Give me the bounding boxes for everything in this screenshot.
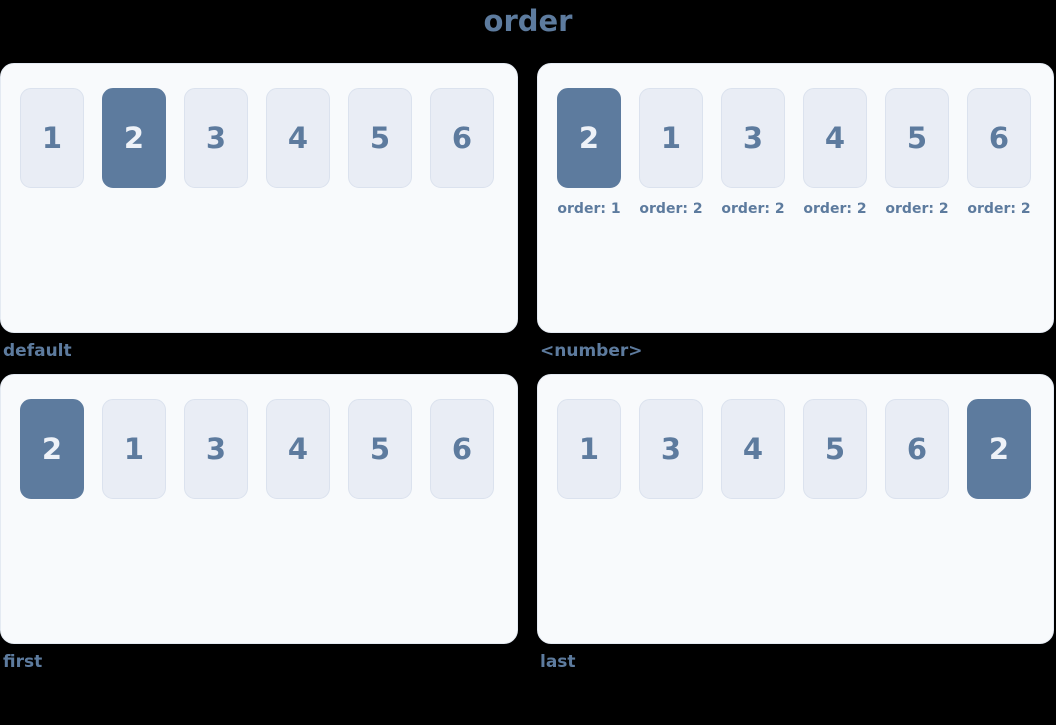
flex-item-highlighted: 2 xyxy=(967,399,1031,499)
flex-item: 4 xyxy=(266,88,330,188)
order-value-label: order: 2 xyxy=(721,201,785,217)
flex-item: 1 xyxy=(639,88,703,188)
flex-item-slot: 6 xyxy=(430,88,494,188)
flex-item: 4 xyxy=(721,399,785,499)
flex-item-slot: 6 order: 2 xyxy=(967,88,1031,217)
flex-item-slot: 6 xyxy=(430,399,494,499)
flex-item: 3 xyxy=(639,399,703,499)
flex-item-slot: 3 xyxy=(184,88,248,188)
flex-item: 6 xyxy=(430,399,494,499)
flex-item-slot: 3 order: 2 xyxy=(721,88,785,217)
flex-item: 6 xyxy=(430,88,494,188)
example-caption-default: default xyxy=(3,341,72,361)
flex-item: 3 xyxy=(184,88,248,188)
flex-item-highlighted: 2 xyxy=(102,88,166,188)
flex-item-highlighted: 2 xyxy=(557,88,621,188)
order-value-label: order: 2 xyxy=(885,201,949,217)
order-value-label: order: 2 xyxy=(639,201,703,217)
order-value-label: order: 1 xyxy=(557,201,621,217)
flex-item: 3 xyxy=(184,399,248,499)
example-caption-last: last xyxy=(540,652,576,672)
example-number: 2 order: 1 1 order: 2 3 order: 2 4 order: 2 5 ord… xyxy=(537,63,1054,361)
flex-item: 4 xyxy=(266,399,330,499)
flex-item-slot: 3 xyxy=(184,399,248,499)
flex-item-slot: 1 xyxy=(20,88,84,188)
flex-item-slot: 3 xyxy=(639,399,703,499)
example-caption-first: first xyxy=(3,652,43,672)
flex-item-slot: 2 order: 1 xyxy=(557,88,621,217)
flex-item-slot: 4 xyxy=(266,88,330,188)
order-value-label: order: 2 xyxy=(967,201,1031,217)
flex-item-highlighted: 2 xyxy=(20,399,84,499)
flex-item-slot: 2 xyxy=(102,88,166,188)
flex-item-slot: 5 order: 2 xyxy=(885,88,949,217)
flex-item-slot: 1 xyxy=(557,399,621,499)
flex-item: 1 xyxy=(20,88,84,188)
flex-item-slot: 4 xyxy=(266,399,330,499)
flex-item-slot: 2 xyxy=(967,399,1031,499)
flex-item: 3 xyxy=(721,88,785,188)
example-caption-number: <number> xyxy=(540,341,643,361)
flex-item: 5 xyxy=(348,399,412,499)
flex-item: 1 xyxy=(557,399,621,499)
flex-item: 5 xyxy=(348,88,412,188)
flex-item: 6 xyxy=(885,399,949,499)
flex-item: 5 xyxy=(885,88,949,188)
flex-container-number: 2 order: 1 1 order: 2 3 order: 2 4 order: 2 5 ord… xyxy=(537,63,1054,333)
flex-item-slot: 5 xyxy=(348,88,412,188)
flex-item-slot: 6 xyxy=(885,399,949,499)
flex-item: 6 xyxy=(967,88,1031,188)
page-title: order xyxy=(483,4,573,38)
order-value-label: order: 2 xyxy=(803,201,867,217)
flex-item-slot: 2 xyxy=(20,399,84,499)
flex-item-slot: 1 xyxy=(102,399,166,499)
flex-item-slot: 5 xyxy=(348,399,412,499)
flex-item: 5 xyxy=(803,399,867,499)
flex-item: 4 xyxy=(803,88,867,188)
flex-item-slot: 4 order: 2 xyxy=(803,88,867,217)
flex-item-slot: 1 order: 2 xyxy=(639,88,703,217)
flex-item: 1 xyxy=(102,399,166,499)
flex-item-slot: 4 xyxy=(721,399,785,499)
flex-item-slot: 5 xyxy=(803,399,867,499)
